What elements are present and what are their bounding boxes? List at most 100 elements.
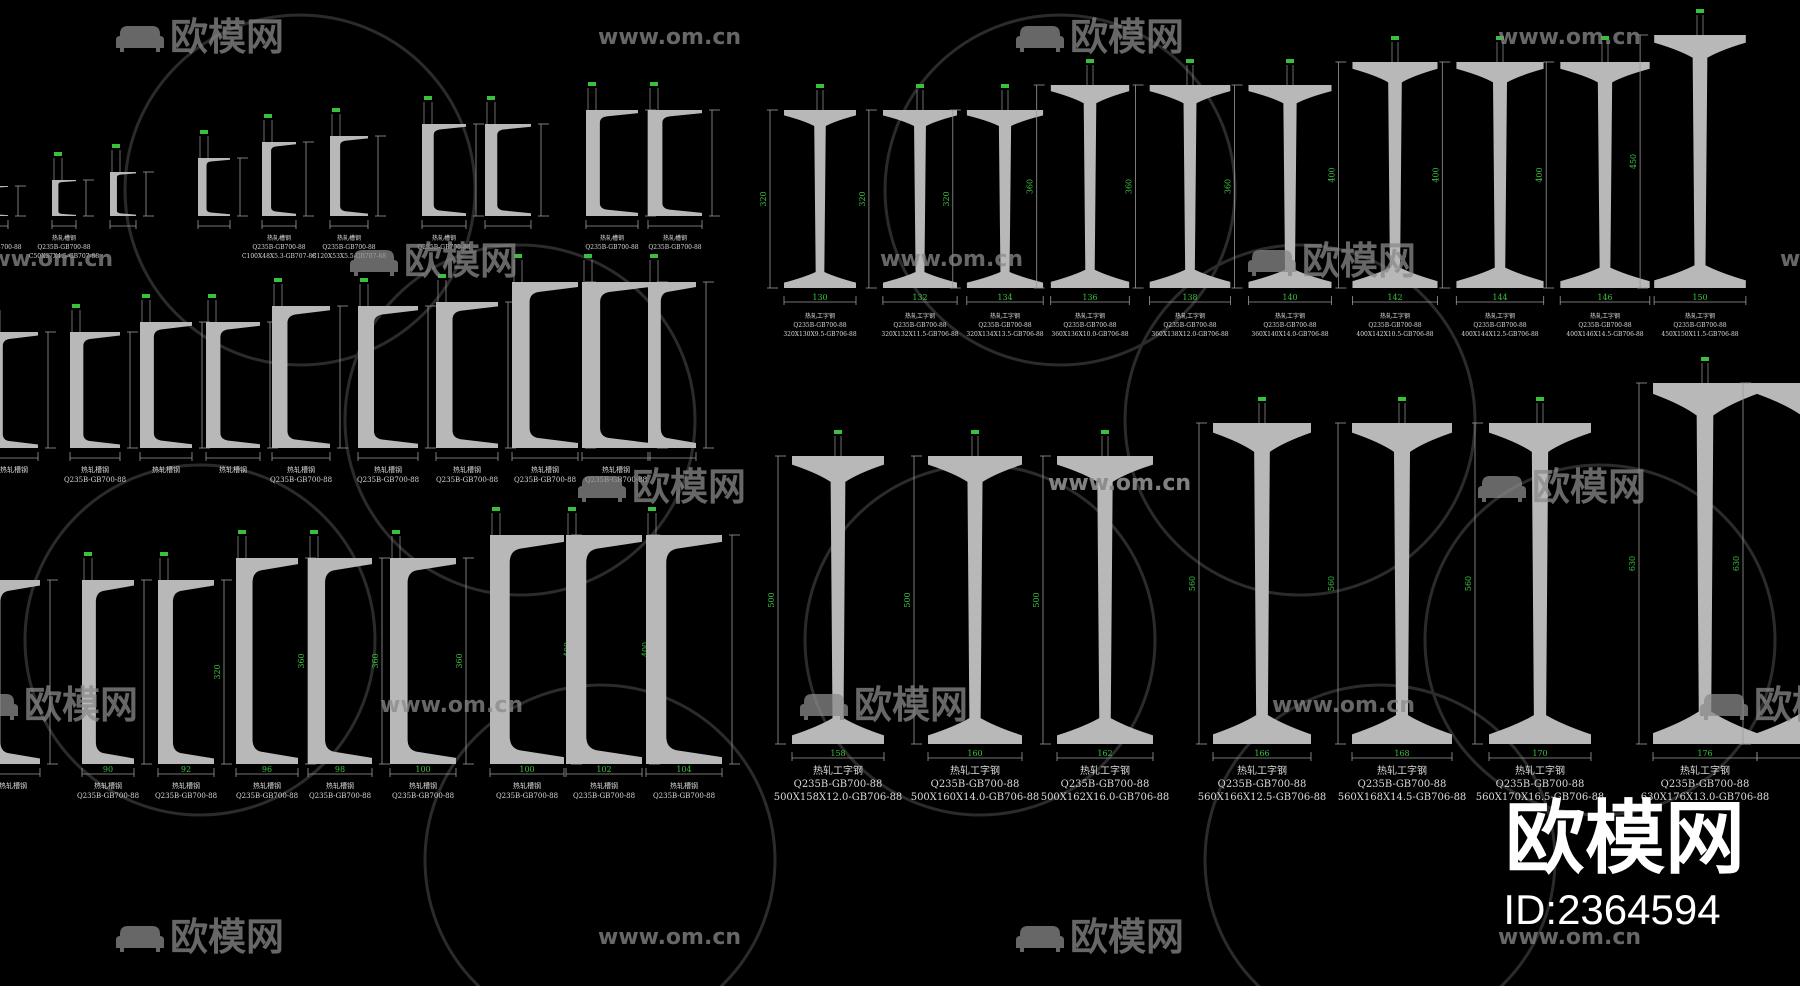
channel-section xyxy=(109,144,154,229)
section-title-label: 热轧工字钢 xyxy=(1237,764,1287,777)
web-thickness-tag xyxy=(112,144,120,148)
channel-section xyxy=(647,254,714,461)
watermark-brand: 欧模网 xyxy=(1302,239,1416,283)
section-title-label: 热轧工字钢 xyxy=(1485,312,1515,320)
watermark-brand: 欧模网 xyxy=(1070,915,1184,959)
section-title-label: 热轧槽钢 xyxy=(663,234,687,242)
section-title-label: 热轧工字钢 xyxy=(1685,312,1715,320)
section-title-label: 热轧工字钢 xyxy=(1075,312,1105,320)
web-thickness-tag xyxy=(1536,397,1544,401)
watermark-logo: 欧模网 xyxy=(1248,239,1416,283)
section-title-label: 热轧槽钢 xyxy=(152,465,180,474)
height-dimension-label: 400 xyxy=(641,642,650,657)
channel-section xyxy=(51,152,94,229)
watermark-logo: 欧模网 xyxy=(350,239,518,283)
i-beam-section: 400 146 xyxy=(1535,36,1651,305)
watermark-url: www.om.cn xyxy=(1048,471,1191,496)
section-spec-label: 500X158X12.0-GB706-88 xyxy=(774,792,903,803)
web-thickness-tag xyxy=(238,530,246,534)
width-dimension-label: 146 xyxy=(1597,293,1612,302)
i-beam-section: 630 176 xyxy=(1628,357,1758,761)
height-dimension-label: 320 xyxy=(759,191,768,206)
watermark-ring xyxy=(1423,463,1777,817)
section-grade-label: Q235B-GB700-88 xyxy=(37,244,90,251)
watermark-ring xyxy=(343,243,697,597)
section-spec-label: 560X168X14.5-GB706-88 xyxy=(1338,792,1467,803)
web-thickness-tag xyxy=(650,254,658,258)
section-grade-label: Q235B-GB700-88 xyxy=(1661,779,1750,790)
width-dimension-label: 162 xyxy=(1097,749,1112,758)
i-beam-section: 400 142 xyxy=(1327,36,1438,305)
channel-section xyxy=(435,274,516,461)
section-grade-label: Q235B-GB700-88 xyxy=(978,322,1031,329)
web-thickness-tag xyxy=(1696,9,1704,13)
section-grade-label: Q235B-GB700-88 xyxy=(648,244,701,251)
section-spec-label: 500X160X14.0-GB706-88 xyxy=(911,792,1040,803)
section-grade-label: Q235B-GB700-88 xyxy=(77,792,139,800)
channel-section xyxy=(329,108,386,229)
watermark-brand: 欧模网 xyxy=(170,15,284,59)
height-dimension-label: 320 xyxy=(942,191,951,206)
section-title-label: 热轧工字钢 xyxy=(1680,764,1730,777)
section-grade-label: Q235B-GB700-88 xyxy=(155,792,217,800)
watermark-logo: 欧模网 xyxy=(1700,683,1800,727)
section-title-label: 热轧槽钢 xyxy=(253,781,281,790)
channel-section xyxy=(357,278,436,461)
width-dimension-label: 100 xyxy=(519,765,534,774)
section-grade-label: Q235B-GB700-88 xyxy=(436,476,498,484)
channel-section: 90 xyxy=(81,552,152,777)
web-thickness-tag xyxy=(84,552,92,556)
height-dimension-label: 560 xyxy=(1327,576,1336,591)
watermark-logo: 欧模网 xyxy=(800,683,968,727)
section-grade-label: Q235B-GB700-88 xyxy=(653,792,715,800)
width-dimension-label: 144 xyxy=(1492,293,1507,302)
height-dimension-label: 630 xyxy=(1732,556,1741,571)
watermark-brand: 欧模网 xyxy=(1532,465,1646,509)
width-dimension-label: 176 xyxy=(1697,749,1712,758)
section-spec-label: 630X176X13.0-GB706-88 xyxy=(1641,792,1770,803)
web-thickness-tag xyxy=(392,530,400,534)
width-dimension-label: 170 xyxy=(1532,749,1547,758)
width-dimension-label: 130 xyxy=(812,293,827,302)
web-thickness-tag xyxy=(971,430,979,434)
section-grade-label: Q235B-GB700-88 xyxy=(236,792,298,800)
height-dimension-label: 450 xyxy=(1629,154,1638,169)
watermark-url: www.om.cn xyxy=(598,925,741,950)
watermark-rings xyxy=(23,13,1777,986)
web-thickness-tag xyxy=(438,274,446,278)
height-dimension-label: 500 xyxy=(1032,592,1041,607)
web-thickness-tag xyxy=(568,507,576,511)
channel-section xyxy=(69,304,138,461)
web-thickness-tag xyxy=(72,304,80,308)
height-dimension-label: 400 xyxy=(1535,167,1544,182)
channel-section xyxy=(205,294,278,461)
watermark-brand: 欧模网 xyxy=(170,915,284,959)
height-dimension-label: 400 xyxy=(1327,167,1336,182)
height-dimension-label: 500 xyxy=(767,592,776,607)
width-dimension-label: 132 xyxy=(912,293,927,302)
web-thickness-tag xyxy=(816,84,824,88)
web-thickness-tag xyxy=(487,96,495,100)
section-title-label: 热轧槽钢 xyxy=(602,465,630,474)
width-dimension-label: 142 xyxy=(1387,293,1402,302)
height-dimension-label: 360 xyxy=(1026,179,1035,194)
width-dimension-label: 96 xyxy=(262,765,272,774)
section-spec-label: 360X136X10.0-GB706-88 xyxy=(1051,331,1128,338)
section-grade-label: Q235B-GB700-88 xyxy=(793,322,846,329)
section-title-label: 热轧槽钢 xyxy=(0,781,27,790)
section-grade-label: Q235B-GB700-88 xyxy=(1063,322,1116,329)
height-dimension-label: 360 xyxy=(455,653,464,668)
web-thickness-tag xyxy=(1258,397,1266,401)
channel-section xyxy=(484,96,549,229)
section-title-label: 热轧工字钢 xyxy=(1380,312,1410,320)
i-beam-section: 500 162 xyxy=(1032,430,1154,761)
section-grade-label: Q235B-GB700-88 xyxy=(514,476,576,484)
channel-section xyxy=(271,278,348,461)
width-dimension-label: 138 xyxy=(1182,293,1197,302)
section-grade-label: Q235B-GB700-88 xyxy=(1263,322,1316,329)
